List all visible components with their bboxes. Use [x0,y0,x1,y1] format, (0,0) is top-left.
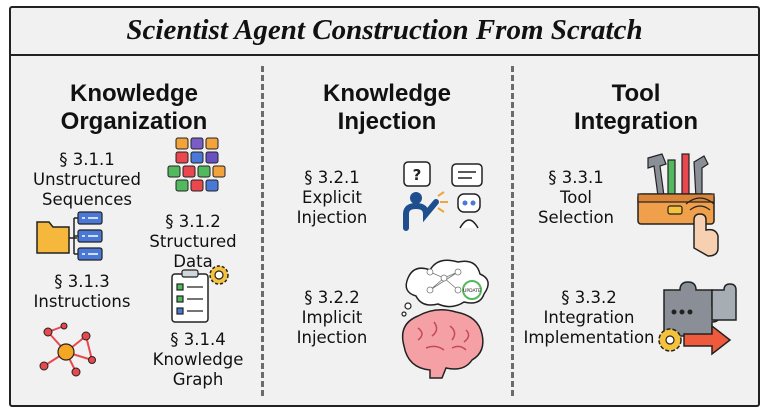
color-blocks-icon [167,137,226,192]
teacher-robot-icon: ? [403,161,483,231]
puzzle-gear-icon [658,281,737,356]
knowledge-graph-icon [39,322,96,377]
label-unstructured-sequences: § 3.1.1 Unstructured Sequences [33,150,141,209]
diagram-title: Scientist Agent Construction From Scratc… [9,6,760,56]
label-instructions: § 3.1.3 Instructions [33,272,131,311]
label-knowledge-graph: § 3.1.4 Knowledge Graph [152,330,244,389]
label-structured-data: § 3.1.2 Structured Data [149,212,237,271]
label-tool-selection: § 3.3.1 Tool Selection [537,168,615,227]
svg-text:?: ? [413,166,422,184]
label-explicit-injection: § 3.2.1 Explicit Injection [296,168,368,227]
brain-cloud-icon: UPDATE [401,259,489,379]
label-integration-implementation: § 3.3.2 Integration Implementation [523,288,655,347]
checklist-gear-icon [171,265,229,323]
column-divider-1 [261,66,264,396]
diagram-frame [9,6,760,407]
svg-text:UPDATE: UPDATE [463,288,481,294]
label-implicit-injection: § 3.2.2 Implicit Injection [296,288,368,347]
folder-tree-icon [36,211,103,261]
toolbox-icon [637,153,719,257]
column-divider-2 [511,66,514,396]
